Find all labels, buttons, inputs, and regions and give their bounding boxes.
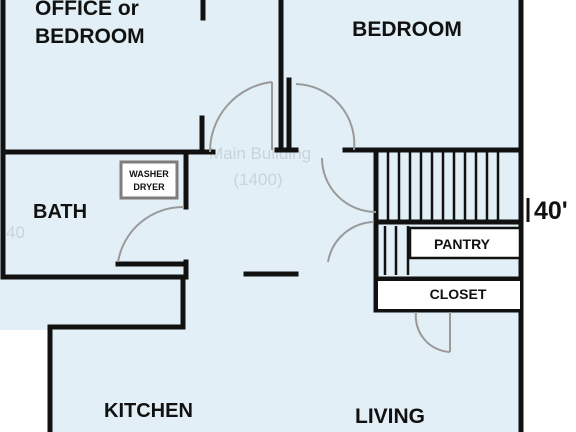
watermark-title: Main Building [209,144,311,163]
house-fill [0,0,522,432]
office-label-line1: OFFICE or [35,0,139,20]
washer-label: WASHER [129,169,169,179]
office-label-line2: BEDROOM [35,25,145,48]
washer-dryer-box [119,160,179,200]
bath-label: BATH [33,201,87,223]
dryer-label: DRYER [133,182,165,192]
door-bath [117,205,185,263]
pantry-box [408,226,522,260]
door-stair [321,157,377,213]
bedroom-label: BEDROOM [352,18,462,41]
room-labels: OFFICE or BEDROOM BEDROOM BATH KITCHEN L… [33,0,491,428]
door-bedroom [295,83,356,151]
closet-box [378,281,520,309]
living-label: LIVING [355,405,425,428]
walls [0,0,524,432]
stairs [383,152,500,275]
outside-strip [522,0,576,432]
pantry-label: PANTRY [434,236,491,252]
door-closet [414,311,451,353]
door-office [208,81,273,153]
dimension-marker: 40' [526,197,568,225]
door-swings [117,81,451,353]
kitchen-label: KITCHEN [104,400,193,422]
watermark-left-fragment: 40 [6,223,25,242]
kitchen-side-gap [0,330,50,432]
watermark-area: (1400) [233,170,282,189]
closet-label: CLOSET [430,286,487,302]
door-pantry [327,221,375,263]
dimension-label: 40' [534,197,568,225]
washer-dryer: WASHER DRYER [119,160,179,200]
